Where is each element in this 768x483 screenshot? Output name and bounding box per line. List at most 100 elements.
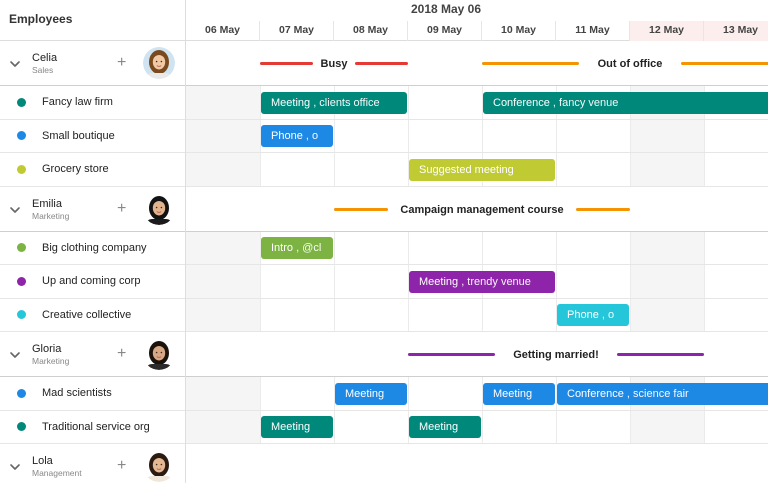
project-row[interactable]: Up and coming corp [0, 265, 185, 299]
event-title: Meeting [493, 387, 533, 400]
day-header[interactable]: 06 May [186, 21, 260, 41]
chevron-down-icon[interactable] [9, 348, 21, 360]
employee-timeline-row[interactable]: Busy Out of office [186, 41, 768, 86]
event-title: Phone [567, 309, 599, 322]
event-block[interactable]: Meeting [335, 382, 407, 405]
chevron-down-icon[interactable] [9, 57, 21, 69]
grid-day-line [630, 231, 631, 264]
grid-day-line [260, 377, 261, 410]
grid-day-line [630, 265, 631, 298]
grid-day-line [630, 119, 631, 152]
grid-weekend-shade [630, 119, 704, 152]
project-timeline-row[interactable]: Meeting , clients office Conference , fan… [186, 86, 768, 120]
grid-day-line [260, 265, 261, 298]
employee-timeline-row[interactable] [186, 444, 768, 483]
employee-name: Lola [32, 455, 53, 467]
event-title: Meeting [271, 421, 311, 434]
project-timeline-row[interactable]: Phone , o [186, 119, 768, 153]
absence-bar[interactable]: Campaign management course [334, 187, 630, 231]
project-row[interactable]: Grocery store [0, 153, 185, 187]
project-timeline-row[interactable]: Suggested meeting [186, 153, 768, 187]
absence-bar[interactable]: Out of office [482, 41, 768, 85]
grid-day-line [556, 265, 557, 298]
chevron-down-icon[interactable] [9, 460, 21, 472]
project-row[interactable]: Creative collective [0, 299, 185, 332]
day-header[interactable]: 13 May [704, 21, 768, 41]
event-location: , clients office [310, 96, 380, 109]
event-block[interactable]: Meeting [409, 416, 481, 439]
project-row[interactable]: Traditional service org [0, 411, 185, 444]
project-name: Fancy law firm [42, 96, 113, 109]
absence-bar[interactable]: Getting married! [408, 332, 704, 376]
grid-day-line [482, 231, 483, 264]
grid-weekend-shade [186, 410, 260, 443]
date-range-title: 2018 May 06 [410, 2, 482, 16]
employee-timeline-row[interactable]: Getting married! [186, 332, 768, 377]
event-block[interactable]: Conference , fancy venue [483, 91, 768, 114]
grid-day-line [482, 86, 483, 119]
employee-role: Sales [32, 65, 54, 75]
grid-day-line [704, 153, 705, 186]
grid-day-line [408, 153, 409, 186]
grid-day-line [334, 410, 335, 443]
grid-day-line [482, 410, 483, 443]
project-timeline-row[interactable]: Meeting Meeting [186, 410, 768, 444]
chevron-down-icon[interactable] [9, 203, 21, 215]
event-block[interactable]: Meeting , trendy venue [409, 270, 555, 293]
employee-timeline-row[interactable]: Campaign management course [186, 187, 768, 232]
day-header[interactable]: 09 May [408, 21, 482, 41]
absence-bar[interactable]: Busy [260, 41, 408, 85]
project-timeline-row[interactable]: Meeting , trendy venue [186, 265, 768, 299]
event-location: , o [598, 309, 615, 322]
event-block[interactable]: Phone , o [557, 304, 629, 327]
plus-icon[interactable]: + [117, 199, 127, 217]
project-row[interactable]: Fancy law firm [0, 86, 185, 120]
header-divider [185, 0, 186, 41]
project-color-dot [17, 164, 26, 174]
grid-day-line [334, 265, 335, 298]
grid-day-line [556, 377, 557, 410]
event-block[interactable]: Meeting [483, 382, 555, 405]
project-row[interactable]: Small boutique [0, 120, 185, 153]
plus-icon[interactable]: + [117, 457, 127, 474]
project-color-dot [17, 276, 26, 286]
absence-line [575, 207, 630, 211]
event-title: Meeting [419, 275, 459, 288]
project-color-dot [17, 310, 26, 320]
plus-icon[interactable]: + [117, 345, 127, 362]
event-location: , trendy venue [458, 275, 531, 288]
project-timeline-row[interactable]: Phone , o [186, 298, 768, 332]
project-timeline-row[interactable]: Meeting Meeting Conference , science fair [186, 377, 768, 411]
event-block[interactable]: Intro , @cl [261, 237, 333, 260]
day-header[interactable]: 07 May [260, 21, 334, 41]
project-timeline-row[interactable]: Intro , @cl [186, 231, 768, 265]
day-header[interactable]: 10 May [482, 21, 556, 41]
day-header[interactable]: 11 May [556, 21, 630, 41]
plus-icon[interactable]: + [117, 54, 127, 71]
event-block[interactable]: Phone , o [261, 125, 333, 148]
grid-weekend-shade [630, 265, 704, 298]
day-header[interactable]: 08 May [334, 21, 408, 41]
project-color-dot [17, 388, 26, 398]
project-row[interactable]: Mad scientists [0, 377, 185, 411]
grid-weekend-shade [186, 86, 260, 119]
grid-day-line [482, 377, 483, 410]
event-title: Phone [271, 130, 303, 143]
event-block[interactable]: Meeting [261, 416, 333, 439]
day-header[interactable]: 12 May [630, 21, 704, 41]
event-title: Conference [567, 387, 624, 400]
grid-day-line [408, 410, 409, 443]
event-block[interactable]: Conference , science fair [557, 382, 768, 405]
project-row[interactable]: Big clothing company [0, 232, 185, 265]
event-block[interactable]: Suggested meeting [409, 158, 555, 181]
grid-day-line [334, 231, 335, 264]
grid-day-line [704, 231, 705, 264]
grid-day-line [260, 231, 261, 264]
event-block[interactable]: Meeting , clients office [261, 91, 407, 114]
